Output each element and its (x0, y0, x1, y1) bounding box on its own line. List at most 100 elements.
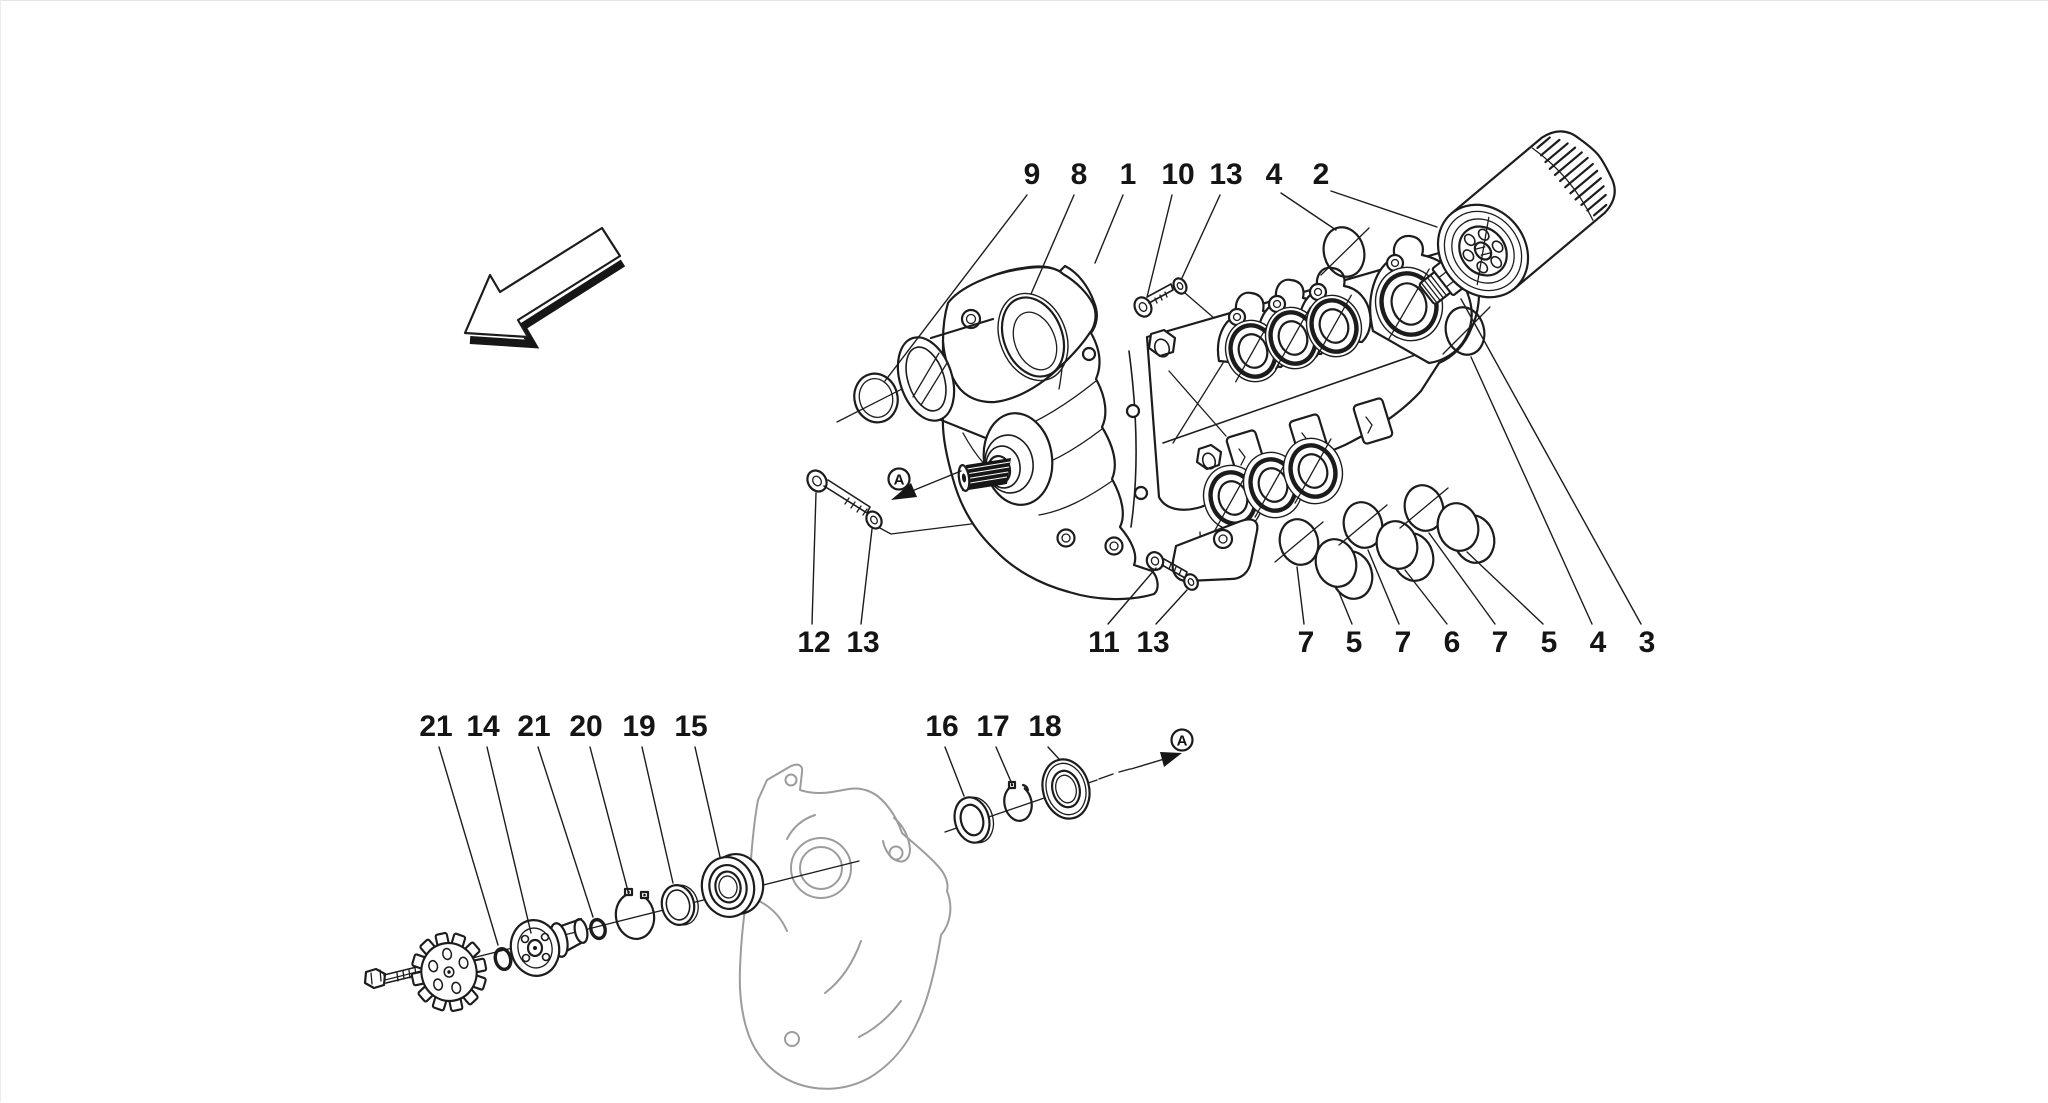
leader-line (995, 746, 1013, 785)
pump-cover-ribs (962, 274, 1149, 556)
callout-number: 13 (1209, 158, 1242, 191)
leader-line (1470, 356, 1593, 625)
leader-line (1460, 298, 1642, 625)
circlip-20 (614, 887, 656, 940)
filter-face-holes (1462, 228, 1504, 274)
leader-line (694, 746, 721, 858)
callout-number: 16 (925, 710, 958, 743)
leader-line (1047, 746, 1060, 760)
bushing-5 (1314, 538, 1374, 600)
washer-13 (1172, 277, 1188, 295)
leader-line (1367, 549, 1400, 625)
o-ring-21 (589, 917, 607, 941)
leader-line (1466, 551, 1544, 625)
callout-number: 19 (622, 710, 655, 743)
callout-number: 15 (674, 710, 707, 743)
engine-cover-outline (738, 763, 952, 1090)
o-ring-21 (493, 946, 513, 972)
callout-number: 12 (797, 626, 830, 659)
mounting-foot (1171, 518, 1259, 583)
pump-drive-assembly (363, 758, 1098, 1090)
leader-line (537, 746, 594, 918)
callout-number: 6 (1444, 626, 1461, 659)
o-ring-7 (1274, 518, 1324, 566)
callout-number: 7 (1298, 626, 1315, 659)
dashed-axis-segment (1118, 768, 1131, 773)
leader-line (1337, 589, 1353, 625)
callout-number: 4 (1590, 626, 1607, 659)
washer-19 (660, 884, 699, 926)
leader-line (438, 746, 499, 946)
callout-number: 11 (1088, 626, 1120, 659)
hex-plug (1147, 328, 1177, 358)
callout-number: 1 (1120, 158, 1137, 191)
o-ring-9 (853, 372, 899, 424)
callout-number: 14 (466, 710, 500, 743)
callout-number: 5 (1346, 626, 1363, 659)
callout-number: 9 (1024, 158, 1041, 191)
leader-line (811, 492, 817, 625)
section-marker-letter: A (894, 472, 905, 489)
o-ring-4 (1320, 226, 1370, 278)
callout-number: 5 (1541, 626, 1558, 659)
pump-bores-bottom (1202, 437, 1344, 532)
leader-line (860, 528, 873, 625)
manifold-edge (1162, 352, 1422, 444)
leader-line (1030, 194, 1075, 295)
section-marker-circle (887, 467, 911, 491)
leader-line (1155, 589, 1188, 625)
leader-line (1094, 194, 1124, 264)
circlip-17 (1003, 780, 1033, 822)
bushing-6 (1375, 520, 1435, 582)
oil-pump-assembly (806, 130, 1616, 601)
callout-number: 13 (1136, 626, 1169, 659)
chain-sprocket (410, 931, 488, 1013)
bushing-5 (1436, 502, 1496, 564)
callout-number: 18 (1028, 710, 1061, 743)
section-arrow-line (906, 470, 962, 494)
leader-line (589, 746, 630, 896)
section-arrowhead (1160, 752, 1182, 767)
leader-line (1146, 194, 1173, 298)
hex-plug (1195, 443, 1223, 471)
leader-line (1428, 532, 1496, 625)
washer-16 (953, 796, 995, 844)
manifold-ribs (1168, 362, 1227, 444)
direction-arrow-icon (463, 226, 626, 349)
callout-number: 20 (569, 710, 602, 743)
callout-number: 3 (1639, 626, 1656, 659)
section-marker-circle (1170, 728, 1194, 752)
drive-hub-14 (509, 917, 589, 977)
leader-line (944, 746, 965, 797)
leader-line (1296, 566, 1305, 625)
callout-number: 21 (517, 710, 550, 743)
leader-line (1181, 194, 1221, 279)
callout-number: 4 (1266, 158, 1283, 191)
leader-line (884, 194, 1028, 382)
section-arrowhead (891, 483, 917, 500)
callout-number: 17 (976, 710, 1009, 743)
callout-number: 10 (1161, 158, 1194, 191)
bolt-11 (1145, 551, 1188, 579)
filter-knurl (1536, 136, 1608, 217)
callout-number: 8 (1071, 158, 1088, 191)
splined-shaft (957, 458, 1011, 492)
filter-thread-hole (1473, 241, 1493, 261)
leader-line (1107, 567, 1157, 625)
washer-13 (1183, 573, 1199, 591)
dashed-axis-segment (1098, 773, 1114, 780)
leader-line (1330, 190, 1438, 228)
bearing-15 (700, 853, 765, 918)
callout-number: 21 (419, 710, 452, 743)
leader-line (641, 746, 674, 884)
leader-line (1404, 569, 1448, 625)
callout-number: 2 (1313, 158, 1330, 191)
seal-ring-8 (997, 292, 1069, 382)
callout-number: 13 (846, 626, 879, 659)
section-marker-letter: A (1177, 733, 1188, 750)
o-ring-7 (1338, 501, 1388, 549)
o-ring-4 (1442, 306, 1491, 356)
